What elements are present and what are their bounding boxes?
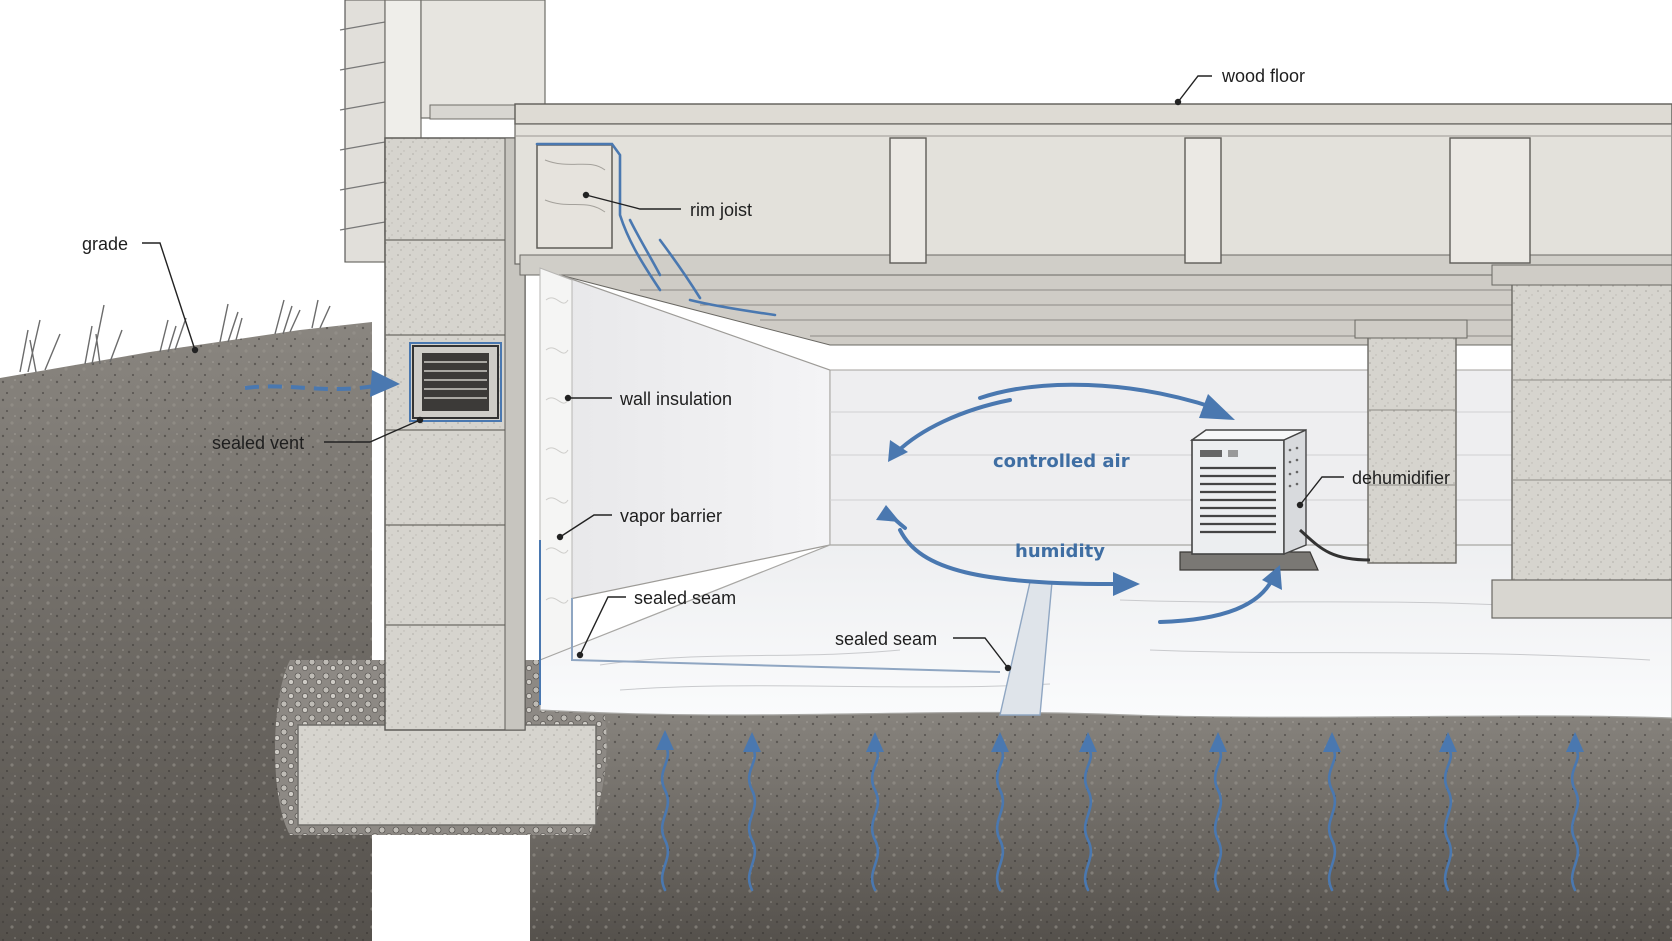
- label-sealed-vent: sealed vent: [212, 433, 304, 453]
- label-grade: grade: [82, 234, 128, 254]
- vent-airflow-arrow-icon: [244, 370, 400, 397]
- moisture-arrow-icon: [1439, 732, 1457, 892]
- label-wall-insulation: wall insulation: [619, 389, 732, 409]
- leader-wood-floor: [1177, 75, 1212, 103]
- crawlspace-soil-texture: [530, 700, 1672, 941]
- foundation-wall: [384, 137, 526, 731]
- vapor-barrier-floor: [539, 544, 1672, 719]
- leader-sealed-seam-floor: [953, 637, 1009, 669]
- grass-tufts: [19, 299, 331, 373]
- floor-structure: [514, 103, 1672, 346]
- label-sealed-seam-floor: sealed seam: [835, 629, 937, 649]
- vent-grille-icon: [409, 342, 502, 422]
- rim-drain-line: [535, 142, 662, 292]
- label-sealed-seam-wall: sealed seam: [634, 588, 736, 608]
- label-humidity: humidity: [1015, 541, 1105, 562]
- controlled-air-loop-arrow-icon: [888, 382, 1235, 462]
- rim-air-wisps: [628, 218, 777, 317]
- moisture-arrow-icon: [866, 732, 884, 892]
- leader-dehumidifier: [1299, 476, 1344, 506]
- concrete-footing: [297, 724, 597, 826]
- label-rim-joist: rim joist: [690, 200, 752, 220]
- label-wood-floor: wood floor: [1221, 66, 1305, 86]
- moisture-arrow-icon: [743, 732, 761, 892]
- moisture-arrow-icon: [991, 732, 1009, 892]
- leader-sealed-seam-wall: [579, 596, 626, 656]
- leader-rim-joist: [585, 194, 681, 210]
- dehumidifier-unit-icon: [1179, 428, 1371, 571]
- concrete-pier-right: [1491, 264, 1672, 619]
- moisture-arrow-icon: [1566, 732, 1584, 892]
- ground-moisture-arrows: [656, 730, 1584, 892]
- leader-vapor-barrier: [559, 514, 612, 538]
- label-dehumidifier: dehumidifier: [1352, 468, 1450, 488]
- insulation-texture: [545, 297, 569, 604]
- humidity-loop-arrow-icon: [876, 505, 1282, 624]
- leader-sealed-vent: [324, 419, 421, 443]
- wall-insulation-batt: [539, 267, 573, 666]
- moisture-arrow-icon: [1079, 732, 1097, 892]
- label-controlled-air: controlled air: [993, 451, 1130, 472]
- concrete-pier-left: [1354, 319, 1468, 564]
- leader-grade: [142, 242, 196, 351]
- outdoor-soil-texture: [0, 322, 372, 941]
- moisture-arrow-icon: [1323, 732, 1341, 892]
- moisture-arrow-icon: [1209, 732, 1227, 892]
- moisture-arrow-icon: [656, 730, 674, 892]
- wall-sealed-seam-tape: [571, 598, 1001, 673]
- barrier-wrinkles: [599, 599, 1651, 691]
- label-vapor-barrier: vapor barrier: [620, 506, 722, 526]
- leader-lines: [142, 75, 1344, 672]
